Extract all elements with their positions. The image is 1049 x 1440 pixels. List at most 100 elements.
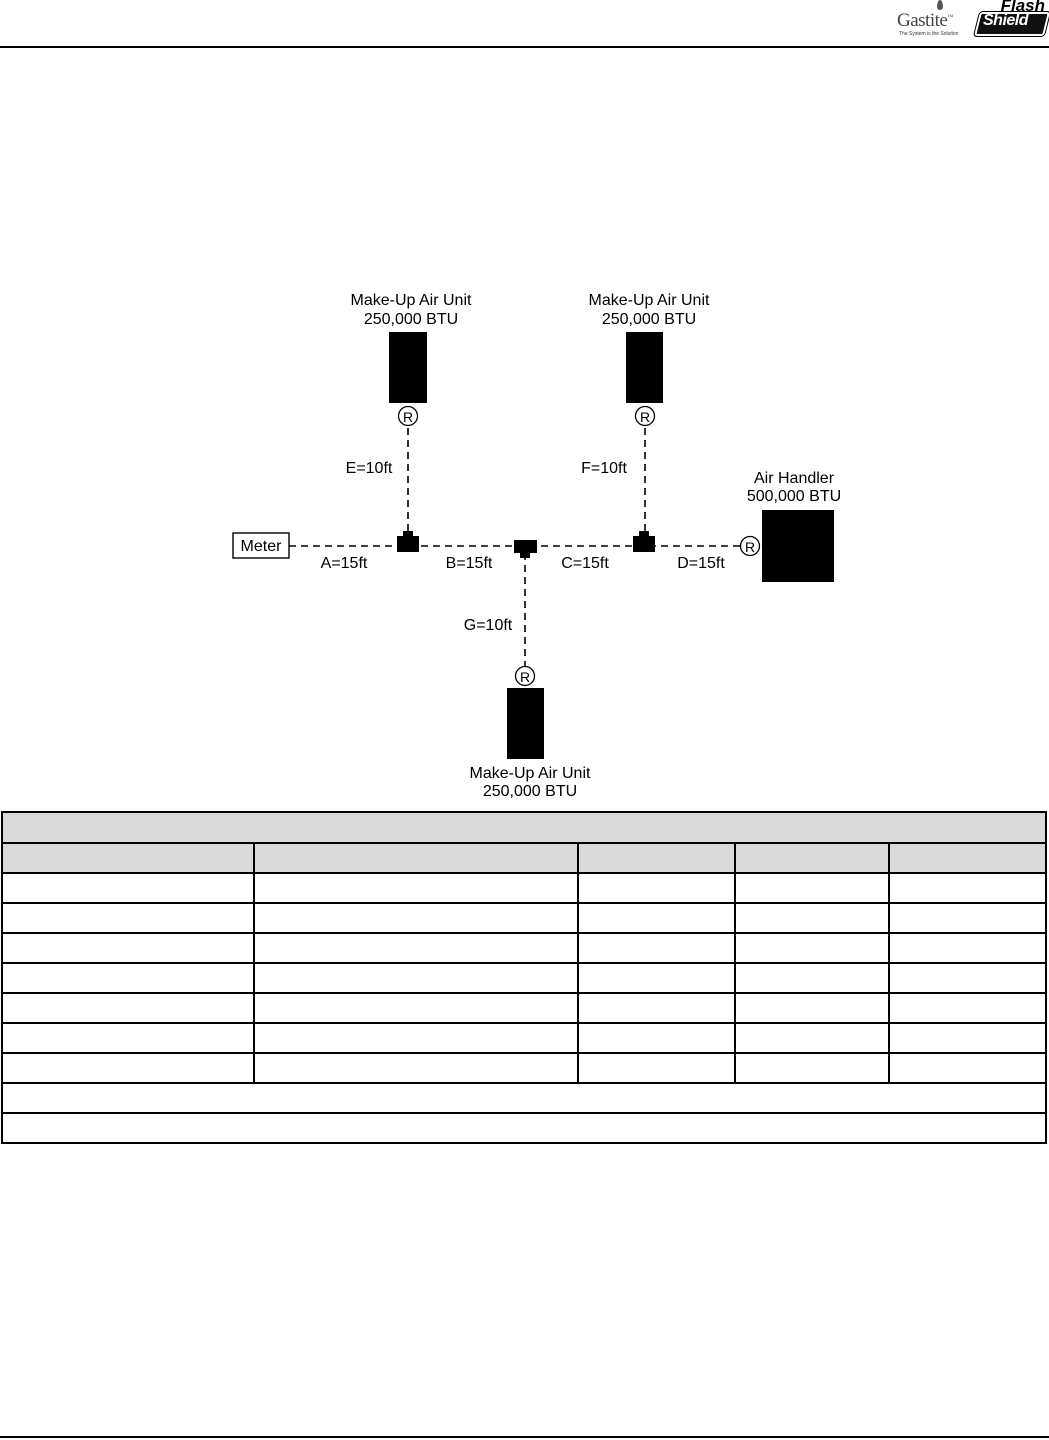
- regulator-g-symbol: R: [520, 669, 530, 685]
- column-header: [577, 842, 736, 874]
- table-cell: [577, 872, 736, 904]
- table-cell: [887, 1052, 1048, 1084]
- regulator-d-symbol: R: [745, 539, 755, 555]
- table-cell: [577, 1022, 736, 1054]
- regulator-f-symbol: R: [640, 409, 650, 425]
- table-cell: [887, 992, 1048, 1024]
- flame-icon: [937, 0, 943, 10]
- flashshield-badge: Flash Shield: [974, 0, 1049, 40]
- column-header: [1, 842, 255, 874]
- table-row: [1, 872, 1048, 904]
- footer-rule: [0, 1436, 1049, 1438]
- tee-fitting-ab-stem: [403, 531, 413, 539]
- table-footer-cell: [0, 1082, 1048, 1114]
- table-cell: [577, 1052, 736, 1084]
- regulator-e: R: [397, 405, 419, 427]
- table-row: [1, 992, 1048, 1024]
- meter-box: [232, 532, 290, 559]
- sizing-table-wrapper: [0, 811, 1048, 1144]
- table-cell: [253, 872, 579, 904]
- mua-bottom-rating: 250,000 BTU: [483, 783, 577, 800]
- mua-top-right-name: Make-Up Air Unit: [589, 292, 710, 309]
- table-cell: [1, 1022, 255, 1054]
- gastite-flashshield-logo: Gastite™ The System is the Solution Flas…: [897, 0, 1049, 42]
- table-footer-row: [0, 1082, 1048, 1114]
- table-cell: [734, 902, 890, 934]
- meter-label: Meter: [241, 538, 283, 555]
- table-cell: [887, 1022, 1048, 1054]
- logo-brand: Gastite™: [897, 10, 953, 31]
- table-cell: [887, 932, 1048, 964]
- regulator-g: R: [514, 665, 536, 687]
- column-header: [734, 842, 890, 874]
- regulator-e-circle: [397, 405, 419, 427]
- segment-f-label: F=10ft: [581, 460, 627, 477]
- badge-top-text: Flash: [1000, 0, 1045, 15]
- tee-fittings: [397, 531, 655, 558]
- table-cell: [887, 962, 1048, 994]
- mua-bottom-box: [507, 688, 544, 759]
- regulator-f-circle: [634, 405, 656, 427]
- air-handler-rating: 500,000 BTU: [747, 488, 841, 505]
- table-cell: [1, 992, 255, 1024]
- mua-top-right-rating: 250,000 BTU: [602, 311, 696, 328]
- tee-fitting-bc-stem: [520, 550, 530, 558]
- tee-fitting-ab: [397, 536, 419, 552]
- table-cell: [577, 932, 736, 964]
- table-cell: [887, 902, 1048, 934]
- table-title-cell: [0, 811, 1048, 844]
- table-row: [1, 1052, 1048, 1084]
- column-header: [887, 842, 1048, 874]
- tee-fitting-bc: [514, 540, 537, 553]
- table-footer-cell: [0, 1112, 1048, 1144]
- table-header-row: [1, 842, 1048, 874]
- segment-b-label: B=15ft: [446, 555, 493, 572]
- table-cell: [734, 1022, 890, 1054]
- sizing-table: [0, 811, 1048, 1144]
- table-cell: [887, 872, 1048, 904]
- regulator-d: R: [739, 535, 761, 557]
- table-cell: [1, 872, 255, 904]
- table-cell: [734, 1052, 890, 1084]
- table-row: [1, 1022, 1048, 1054]
- table-title-row: [0, 811, 1048, 844]
- table-cell: [1, 932, 255, 964]
- tee-fitting-cd-stem: [639, 531, 649, 539]
- table-cell: [253, 902, 579, 934]
- table-cell: [253, 992, 579, 1024]
- table-cell: [577, 962, 736, 994]
- table-cell: [1, 902, 255, 934]
- segment-c-label: C=15ft: [561, 555, 609, 572]
- table-cell: [253, 962, 579, 994]
- badge-bottom-text: Shield: [983, 12, 1029, 29]
- mua-bottom-name: Make-Up Air Unit: [470, 765, 591, 782]
- gas-lines: [289, 428, 740, 666]
- table-cell: [577, 902, 736, 934]
- table-cell: [577, 992, 736, 1024]
- table-cell: [734, 992, 890, 1024]
- table-cell: [253, 932, 579, 964]
- table-cell: [1, 1052, 255, 1084]
- table-cell: [734, 932, 890, 964]
- tee-fitting-cd: [633, 536, 655, 552]
- table-cell: [734, 872, 890, 904]
- logo-tagline: The System is the Solution: [899, 31, 959, 37]
- piping-diagram: Meter R R R R Make-Up Air Unit 250,000 B…: [232, 292, 841, 800]
- column-header: [253, 842, 579, 874]
- table-cell: [734, 962, 890, 994]
- table-row: [1, 902, 1048, 934]
- regulator-d-circle: [739, 535, 761, 557]
- table-cell: [253, 1022, 579, 1054]
- mua-top-right-box: [626, 332, 663, 403]
- air-handler-name: Air Handler: [754, 470, 835, 487]
- segment-g-label: G=10ft: [464, 617, 513, 634]
- segment-e-label: E=10ft: [346, 460, 393, 477]
- table-cell: [253, 1052, 579, 1084]
- mua-top-left-name: Make-Up Air Unit: [351, 292, 472, 309]
- regulator-f: R: [634, 405, 656, 427]
- table-row: [1, 962, 1048, 994]
- table-cell: [1, 962, 255, 994]
- regulator-g-circle: [514, 665, 536, 687]
- segment-d-label: D=15ft: [677, 555, 725, 572]
- mua-top-left-rating: 250,000 BTU: [364, 311, 458, 328]
